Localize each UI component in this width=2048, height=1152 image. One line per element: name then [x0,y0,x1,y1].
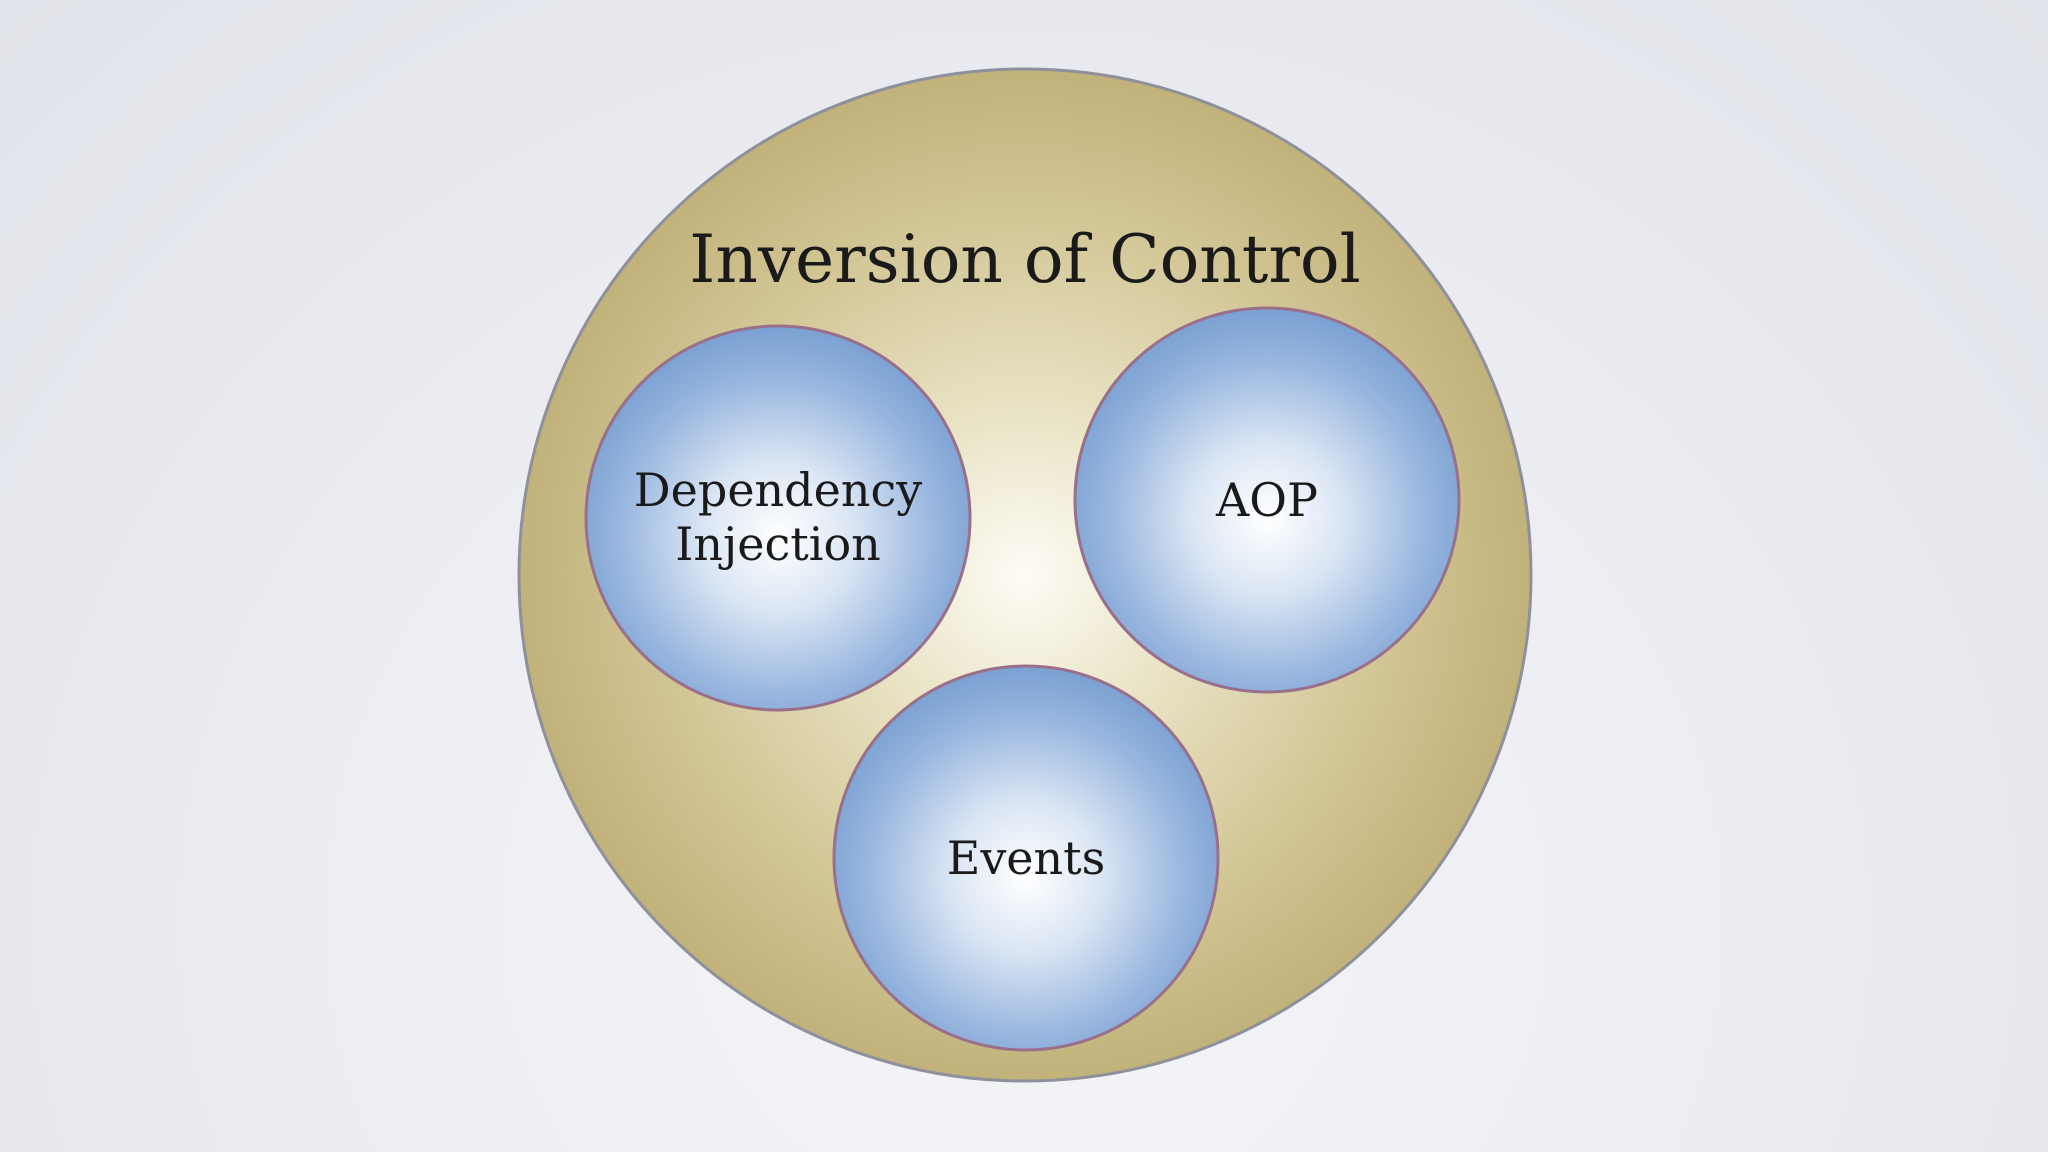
circle-dependency-injection: Dependency Injection [584,324,972,712]
events-label: Events [947,831,1106,885]
circle-events: Events [832,664,1220,1052]
dependency-injection-label-line2: Injection [675,517,881,571]
events-circle [832,664,1220,1052]
dependency-injection-label-line1: Dependency [634,463,922,517]
aop-circle [1073,306,1461,694]
dependency-injection-circle [584,324,972,712]
outer-circle-title: Inversion of Control [689,221,1360,298]
aop-label: AOP [1215,473,1318,527]
circle-aop: AOP [1073,306,1461,694]
